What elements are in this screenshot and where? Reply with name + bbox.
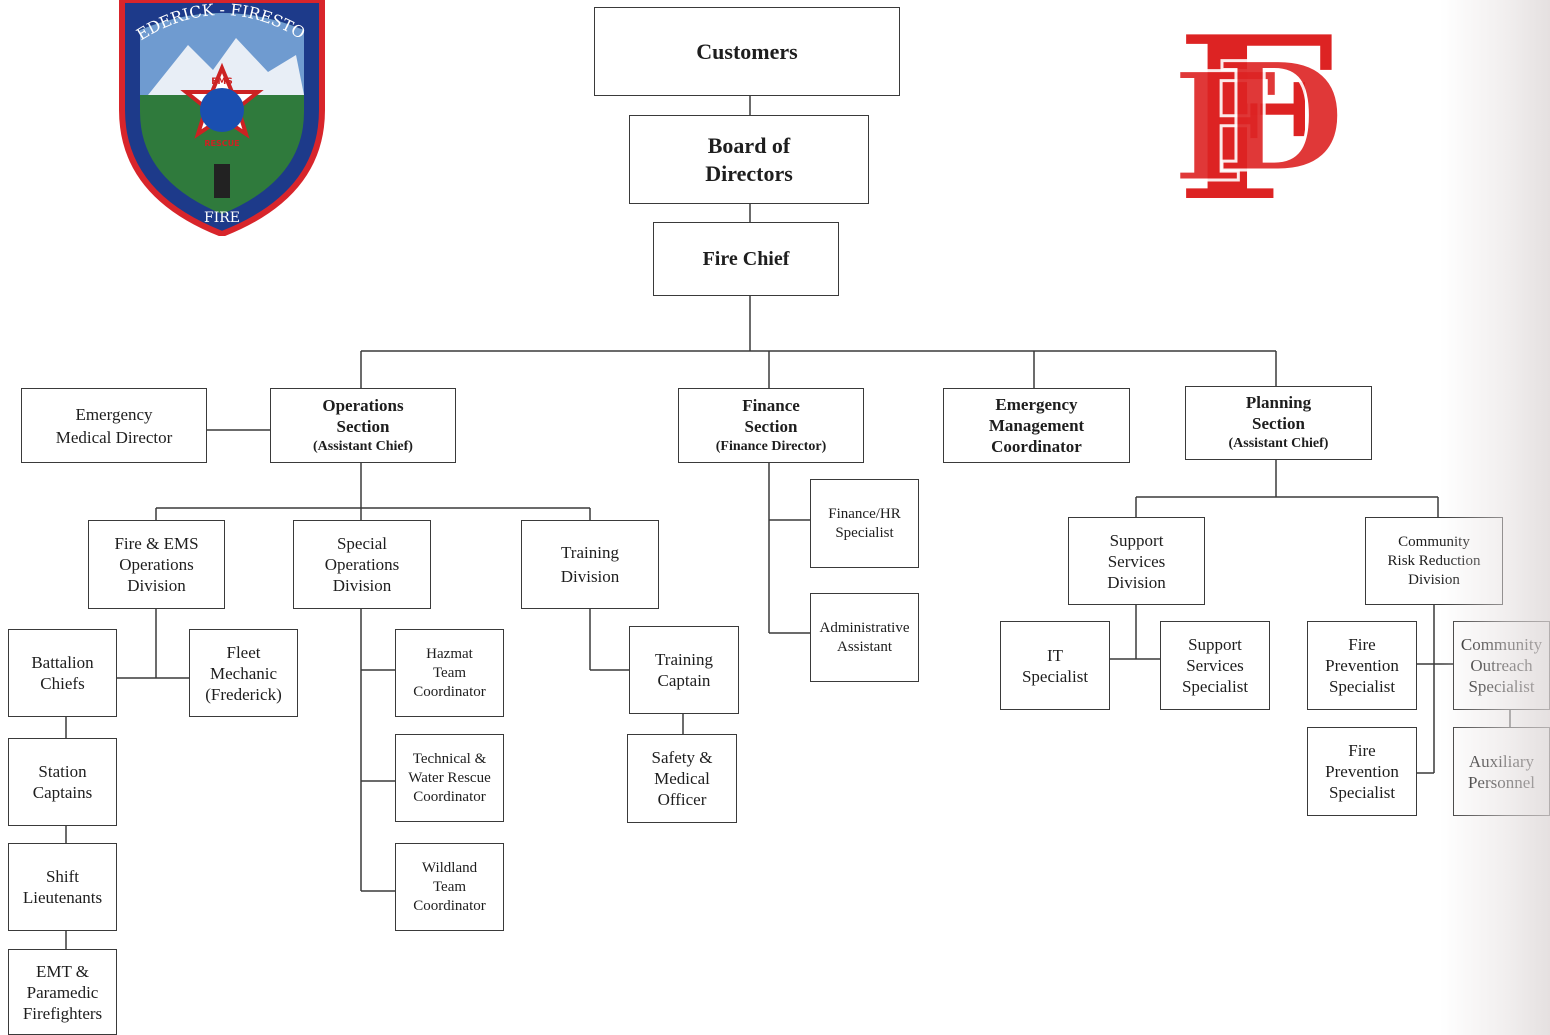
community-outreach-specialist-box: Community Outreach Specialist: [1453, 621, 1550, 710]
fire-department-patch-logo: EMS RESCUE FIRE FREDERICK - FIRESTONE: [118, 0, 325, 236]
training-division-box: Training Division: [521, 520, 659, 609]
fire-prevention-specialist-box-1: Fire Prevention Specialist: [1307, 621, 1417, 710]
administrative-assistant-box: Administrative Assistant: [810, 593, 919, 682]
battalion-chiefs-box: Battalion Chiefs: [8, 629, 117, 717]
training-captain-box: Training Captain: [629, 626, 739, 714]
fleet-mechanic-box: Fleet Mechanic (Frederick): [189, 629, 298, 717]
patch-bottom-text: FIRE: [204, 210, 240, 226]
shift-lieutenants-box: Shift Lieutenants: [8, 843, 117, 931]
fire-chief-box: Fire Chief: [653, 222, 839, 296]
support-services-specialist-box: Support Services Specialist: [1160, 621, 1270, 710]
special-operations-division-box: Special Operations Division: [293, 520, 431, 609]
auxiliary-personnel-box: Auxiliary Personnel: [1453, 727, 1550, 816]
wildland-team-coordinator-box: Wildland Team Coordinator: [395, 843, 504, 931]
svg-text:D: D: [1215, 30, 1345, 206]
customers-box: Customers: [594, 7, 900, 96]
hazmat-team-coordinator-box: Hazmat Team Coordinator: [395, 629, 504, 717]
station-captains-box: Station Captains: [8, 738, 117, 826]
patch-ems-text: EMS: [211, 77, 233, 87]
board-of-directors-box: Board of Directors: [629, 115, 869, 204]
safety-medical-officer-box: Safety & Medical Officer: [627, 734, 737, 823]
support-services-division-box: Support Services Division: [1068, 517, 1205, 605]
ffd-monogram-logo: F F D: [1170, 0, 1346, 232]
finance-section-box: Finance Section(Finance Director): [678, 388, 864, 463]
fire-prevention-specialist-box-2: Fire Prevention Specialist: [1307, 727, 1417, 816]
it-specialist-box: IT Specialist: [1000, 621, 1110, 710]
operations-section-box: Operations Section(Assistant Chief): [270, 388, 456, 463]
emergency-medical-director-box: Emergency Medical Director: [21, 388, 207, 463]
svg-text:F: F: [1173, 0, 1336, 232]
emergency-management-coordinator-box: Emergency Management Coordinator: [943, 388, 1130, 463]
technical-water-rescue-coordinator-box: Technical & Water Rescue Coordinator: [395, 734, 504, 822]
patch-rescue-text: RESCUE: [204, 139, 239, 148]
svg-text:F: F: [1172, 40, 1279, 216]
finance-hr-specialist-box: Finance/HR Specialist: [810, 479, 919, 568]
emt-paramedic-firefighters-box: EMT & Paramedic Firefighters: [8, 949, 117, 1035]
fire-ems-operations-division-box: Fire & EMS Operations Division: [88, 520, 225, 609]
planning-section-box: Planning Section(Assistant Chief): [1185, 386, 1372, 460]
community-risk-reduction-division-box: Community Risk Reduction Division: [1365, 517, 1503, 605]
